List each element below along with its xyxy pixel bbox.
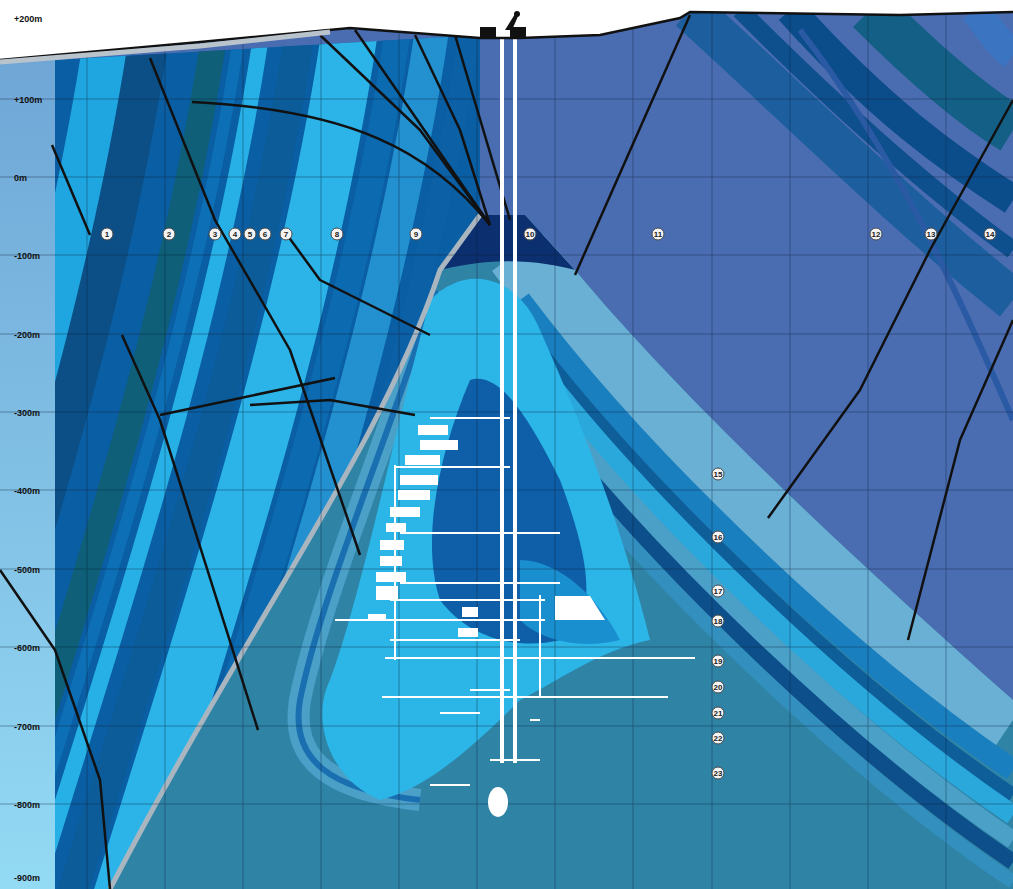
elevation-label: +200m [14,14,42,24]
elevation-label: -500m [14,565,40,575]
callout-number: 12 [870,228,883,241]
callout-number: 15 [712,468,725,481]
elevation-label: -100m [14,251,40,261]
callout-number: 19 [712,655,725,668]
callout-number: 1 [101,228,114,241]
callout-number: 2 [163,228,176,241]
callout-number: 21 [712,707,725,720]
elevation-label: -300m [14,408,40,418]
callout-number: 16 [712,531,725,544]
callout-number: 20 [712,681,725,694]
elevation-label: 0m [14,173,27,183]
elevation-label: -200m [14,330,40,340]
callout-number: 10 [524,228,537,241]
elevation-label: -800m [14,800,40,810]
callout-number: 8 [331,228,344,241]
elevation-label: +100m [14,95,42,105]
callout-number: 6 [259,228,272,241]
elevation-label: -600m [14,643,40,653]
callout-number: 14 [984,228,997,241]
callout-number: 13 [925,228,938,241]
callout-number: 7 [280,228,293,241]
elevation-label: -400m [14,486,40,496]
elevation-label: -900m [14,873,40,883]
callout-number: 9 [410,228,423,241]
callout-number: 3 [209,228,222,241]
callout-number: 5 [244,228,257,241]
callout-number: 23 [712,767,725,780]
callout-number: 17 [712,585,725,598]
callout-number: 18 [712,615,725,628]
elevation-label: -700m [14,722,40,732]
callout-number: 11 [652,228,665,241]
callout-number: 4 [229,228,242,241]
callout-number: 22 [712,732,725,745]
